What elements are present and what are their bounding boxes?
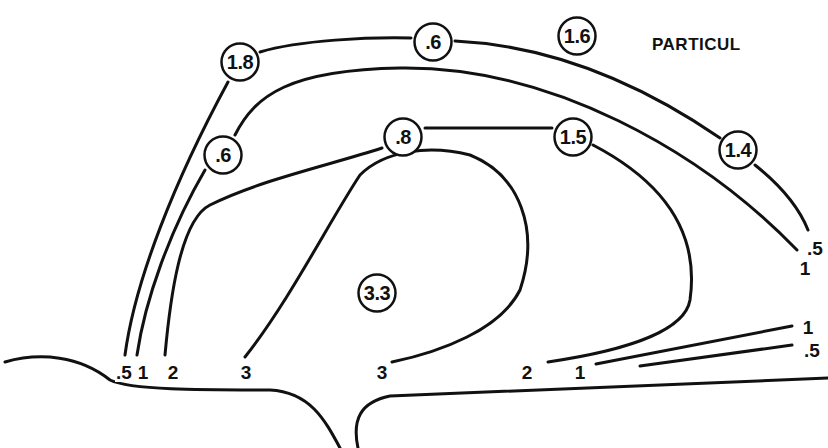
- concentration-value: .8: [395, 127, 411, 147]
- value-circle: .8: [383, 117, 423, 157]
- concentration-value: .6: [425, 32, 441, 52]
- contour-line: [137, 170, 205, 355]
- concentration-value: 1.5: [560, 127, 586, 147]
- contour-line: [425, 127, 552, 130]
- circle-shape: [555, 119, 592, 156]
- concentration-value: 3.3: [364, 283, 390, 303]
- circle-shape: [559, 18, 596, 55]
- contour-value: .5: [803, 341, 821, 360]
- circle-shape: [359, 275, 396, 312]
- figure-title: PARTICUL: [652, 36, 741, 53]
- circle-shape: [222, 44, 259, 81]
- contour-line: [260, 38, 411, 52]
- contour-line: [245, 150, 528, 362]
- contour-value: 2: [521, 363, 534, 382]
- value-circle: 1.6: [557, 16, 597, 56]
- value-circle: .6: [413, 22, 453, 62]
- circle-shape: [205, 137, 242, 174]
- value-circle: .6: [203, 135, 243, 175]
- contour-line: [125, 82, 228, 355]
- contour-value: 2: [167, 363, 180, 382]
- concentration-value: 1.6: [564, 26, 590, 46]
- ground-line: [5, 357, 340, 448]
- value-circle: 1.5: [553, 117, 593, 157]
- contour-line: [640, 345, 792, 366]
- circle-shape: [720, 132, 757, 169]
- contour-value: .5: [806, 239, 824, 258]
- contour-line: [165, 148, 382, 355]
- circle-shape: [385, 119, 422, 156]
- contour-value: 3: [376, 363, 389, 382]
- contour-line: [235, 68, 797, 250]
- circle-shape: [415, 24, 452, 61]
- contour-value: 3: [240, 363, 253, 382]
- concentration-value: 1.8: [227, 52, 253, 72]
- value-circle: 1.4: [718, 130, 758, 170]
- contour-value: 1: [799, 259, 812, 278]
- concentration-value: 1.4: [725, 140, 751, 160]
- ground-line: [356, 378, 828, 448]
- concentration-value: .6: [215, 145, 231, 165]
- value-circle: 1.8: [220, 42, 260, 82]
- contour-value: .5: [115, 363, 133, 382]
- value-circle: 3.3: [357, 273, 397, 313]
- contour-line: [548, 145, 692, 362]
- contour-line: [455, 41, 720, 138]
- contour-value: 1: [574, 363, 587, 382]
- contour-value: 1: [137, 363, 150, 382]
- contour-value: 1: [802, 318, 815, 337]
- contour-line: [755, 165, 808, 230]
